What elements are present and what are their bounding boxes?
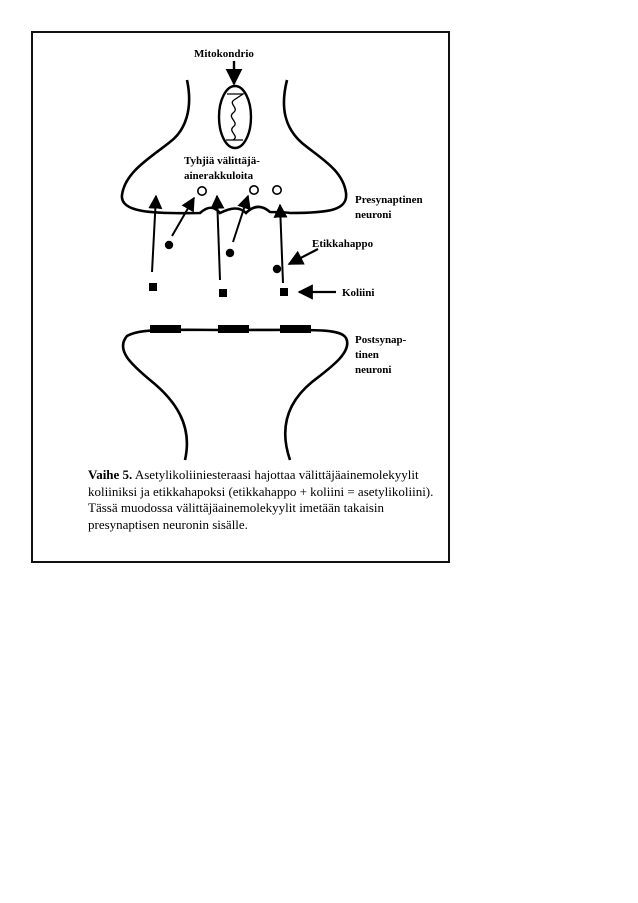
presynaptic-membrane (120, 79, 348, 215)
caption-text: Asetylikoliiniesteraasi hajottaa välittä… (88, 467, 434, 532)
mitochondrion-label: Mitokondrio (194, 48, 254, 60)
receptor (218, 325, 249, 333)
empty-vesicles-label-2: ainerakkuloita (184, 170, 254, 182)
postsynaptic-membrane (121, 328, 349, 461)
postsynaptic-label-1: Postsynap- (355, 334, 407, 346)
empty-vesicle (249, 185, 260, 196)
mitochondrion-shape (217, 84, 253, 150)
postsynaptic-label-2: tinen (355, 349, 379, 361)
presynaptic-label-2: neuroni (355, 209, 391, 221)
figure-caption: Vaihe 5. Asetylikoliiniesteraasi hajotta… (88, 467, 444, 533)
caption-step: Vaihe 5. (88, 467, 133, 482)
choline-uptake-arrow (148, 194, 163, 273)
acetic-acid-molecule (164, 240, 174, 250)
postsynaptic-label-3: neuroni (355, 364, 391, 376)
presynaptic-label-1: Presynaptinen (355, 194, 423, 206)
acetic-acid-uptake-arrow (232, 194, 251, 243)
receptor (150, 325, 181, 333)
empty-vesicle (197, 186, 208, 197)
empty-vesicle (271, 185, 282, 196)
receptor (280, 325, 311, 333)
empty-vesicles-label-1: Tyhjiä välittäjä- (184, 155, 260, 167)
choline-molecule (149, 283, 157, 291)
choline-uptake-arrow (210, 194, 225, 281)
figure-frame (31, 31, 450, 563)
acetic-acid-molecule (225, 248, 235, 258)
acetic-acid-molecule (272, 264, 282, 274)
choline-uptake-arrow (273, 203, 288, 284)
mitochondrion-cristae (226, 93, 246, 141)
acetic-acid-uptake-arrow (171, 196, 195, 237)
choline-molecule (280, 288, 288, 296)
choline-molecule (219, 289, 227, 297)
choline-label: Koliini (342, 287, 374, 299)
acetic-acid-label: Etikkahappo (312, 238, 374, 250)
acetic-acid-label-arrow (287, 248, 319, 265)
